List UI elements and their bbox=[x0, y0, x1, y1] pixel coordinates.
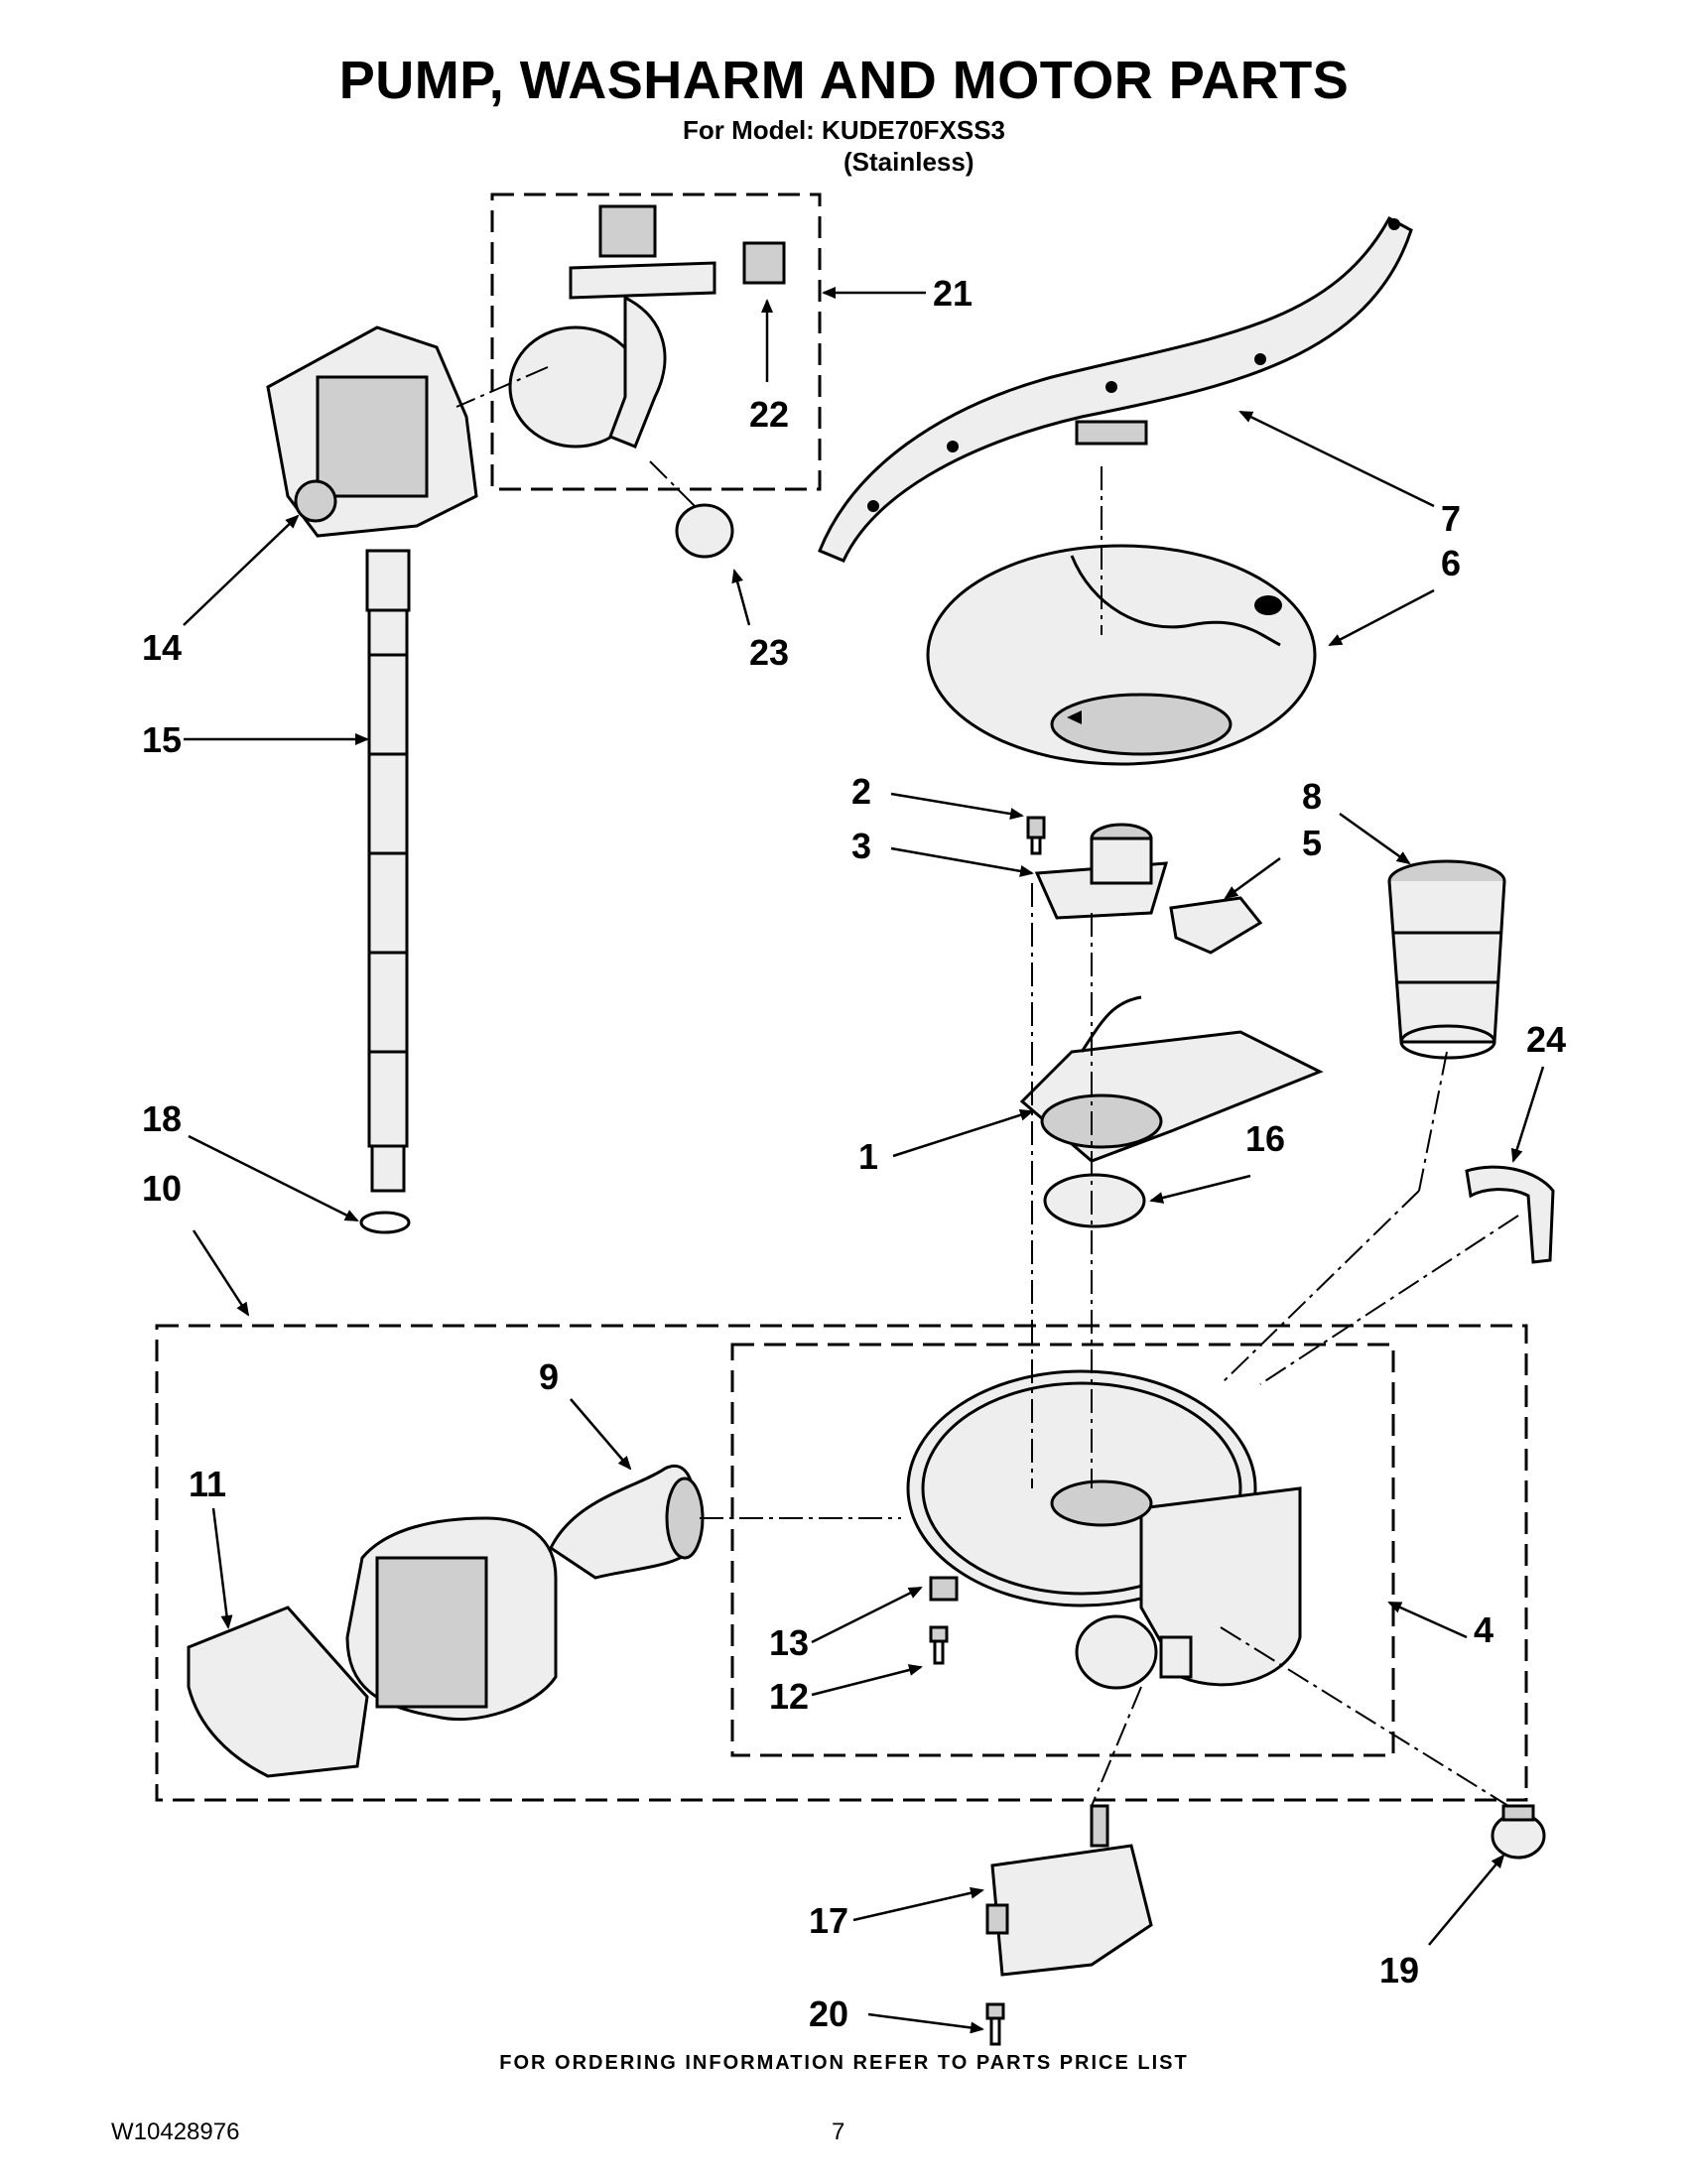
manifold-plate bbox=[1019, 995, 1324, 1163]
clip-5 bbox=[1169, 896, 1263, 955]
screw-12 bbox=[929, 1625, 949, 1665]
callout-2: 2 bbox=[851, 771, 871, 812]
model-line: For Model: KUDE70FXSS3 bbox=[682, 115, 1006, 145]
sump-box bbox=[730, 1343, 1395, 1757]
page-title: PUMP, WASHARM AND MOTOR PARTS bbox=[338, 51, 1350, 110]
callout-24: 24 bbox=[1526, 1019, 1566, 1060]
pump-assembly-box bbox=[490, 193, 822, 491]
callout-23: 23 bbox=[749, 632, 789, 673]
sensor-13 bbox=[929, 1576, 959, 1602]
sump-and-pump-box bbox=[155, 1324, 1528, 1802]
screw-2 bbox=[1026, 816, 1046, 855]
callout-8: 8 bbox=[1302, 776, 1322, 817]
callout-21: 21 bbox=[933, 273, 973, 314]
callout-7: 7 bbox=[1441, 498, 1461, 539]
callout-4: 4 bbox=[1474, 1609, 1493, 1650]
callout-16: 16 bbox=[1245, 1118, 1285, 1159]
drain-hose bbox=[365, 549, 411, 1193]
callout-9: 9 bbox=[539, 1356, 559, 1397]
finish-label: (Stainless) bbox=[844, 147, 974, 177]
page-number: 7 bbox=[832, 2119, 845, 2145]
diverter-motor bbox=[985, 1804, 1153, 1977]
callout-22: 22 bbox=[749, 394, 789, 435]
drain-pump bbox=[508, 204, 716, 449]
callout-6: 6 bbox=[1441, 543, 1461, 583]
sensor-19 bbox=[1491, 1804, 1546, 1860]
callout-15: 15 bbox=[142, 719, 182, 760]
screw-20 bbox=[985, 2002, 1005, 2046]
pump-motor bbox=[345, 1516, 558, 1722]
callout-5: 5 bbox=[1302, 823, 1322, 863]
wash-arm-hub bbox=[1034, 823, 1169, 920]
callout-19: 19 bbox=[1379, 1950, 1419, 1991]
wash-arm bbox=[818, 215, 1413, 563]
bracket-24 bbox=[1465, 1165, 1555, 1264]
callout-10: 10 bbox=[142, 1168, 182, 1209]
filter-cover-plate bbox=[926, 544, 1317, 766]
cap-23 bbox=[675, 503, 734, 559]
clip-22 bbox=[742, 241, 786, 285]
motor-cover bbox=[187, 1606, 369, 1778]
pump-hose bbox=[549, 1465, 705, 1580]
sump-assembly bbox=[906, 1369, 1302, 1690]
callout-12: 12 bbox=[769, 1676, 809, 1717]
callout-14: 14 bbox=[142, 627, 182, 668]
callout-1: 1 bbox=[858, 1136, 878, 1177]
seal-disc bbox=[1043, 1173, 1146, 1228]
callout-3: 3 bbox=[851, 826, 871, 866]
callout-13: 13 bbox=[769, 1622, 809, 1663]
callout-18: 18 bbox=[142, 1098, 182, 1139]
callout-20: 20 bbox=[809, 1993, 848, 2034]
fine-filter bbox=[1387, 859, 1506, 1060]
drain-pump-motor bbox=[266, 325, 478, 538]
document-number: W10428976 bbox=[111, 2119, 240, 2145]
ordering-note: FOR ORDERING INFORMATION REFER TO PARTS … bbox=[499, 2052, 1189, 2074]
callout-11: 11 bbox=[189, 1464, 226, 1504]
clamp-18 bbox=[359, 1211, 411, 1234]
callout-17: 17 bbox=[809, 1900, 848, 1941]
